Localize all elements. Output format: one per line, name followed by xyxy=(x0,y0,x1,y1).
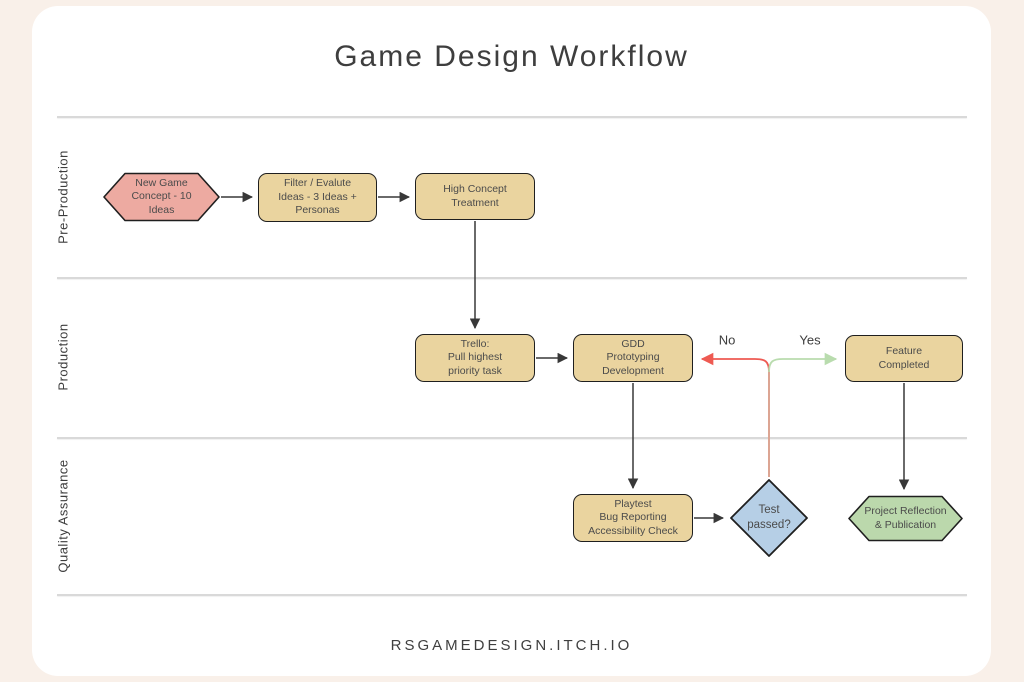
lane-divider-qa xyxy=(57,437,967,439)
node-feature-completed: Feature Completed xyxy=(845,335,963,382)
node-label: Test passed? xyxy=(747,504,791,531)
page-title: Game Design Workflow xyxy=(334,40,689,73)
node-label: New Game Concept - 10 Ideas xyxy=(131,176,192,216)
node-high-concept-treatment: High Concept Treatment xyxy=(415,173,535,220)
edge-label-yes: Yes xyxy=(799,332,821,348)
node-new-game-concept: New Game Concept - 10 Ideas xyxy=(103,172,220,222)
lane-divider-top xyxy=(57,116,967,118)
node-trello-priority-task: Trello: Pull highest priority task xyxy=(415,334,535,382)
edge-label-no: No xyxy=(718,332,736,348)
node-label: Filter / Evalute Ideas - 3 Ideas + Perso… xyxy=(278,177,357,217)
node-playtest-bug-accessibility: Playtest Bug Reporting Accessibility Che… xyxy=(573,494,693,542)
node-label: Feature Completed xyxy=(878,344,930,371)
lane-divider-bottom xyxy=(57,594,967,596)
footer-url: RSGAMEDESIGN.ITCH.IO xyxy=(390,637,633,654)
node-project-reflection: Project Reflection & Publication xyxy=(848,495,963,542)
node-gdd-prototyping: GDD Prototyping Development xyxy=(573,334,693,382)
node-label: High Concept Treatment xyxy=(443,182,507,209)
hexagon-shape xyxy=(103,172,220,222)
hexagon-shape xyxy=(848,495,963,542)
node-test-passed-decision: Test passed? xyxy=(729,478,809,558)
node-label: Trello: Pull highest priority task xyxy=(447,337,503,377)
lane-label-pre-production: Pre-Production xyxy=(55,150,71,244)
node-label: Project Reflection & Publication xyxy=(864,504,947,531)
diamond-shape xyxy=(730,479,808,557)
lane-label-quality-assurance: Quality Assurance xyxy=(55,459,71,573)
lane-divider-production xyxy=(57,277,967,279)
lane-label-production: Production xyxy=(55,323,71,391)
node-label: Playtest Bug Reporting Accessibility Che… xyxy=(588,497,678,537)
node-filter-evaluate: Filter / Evalute Ideas - 3 Ideas + Perso… xyxy=(258,173,377,222)
node-label: GDD Prototyping Development xyxy=(602,337,664,377)
